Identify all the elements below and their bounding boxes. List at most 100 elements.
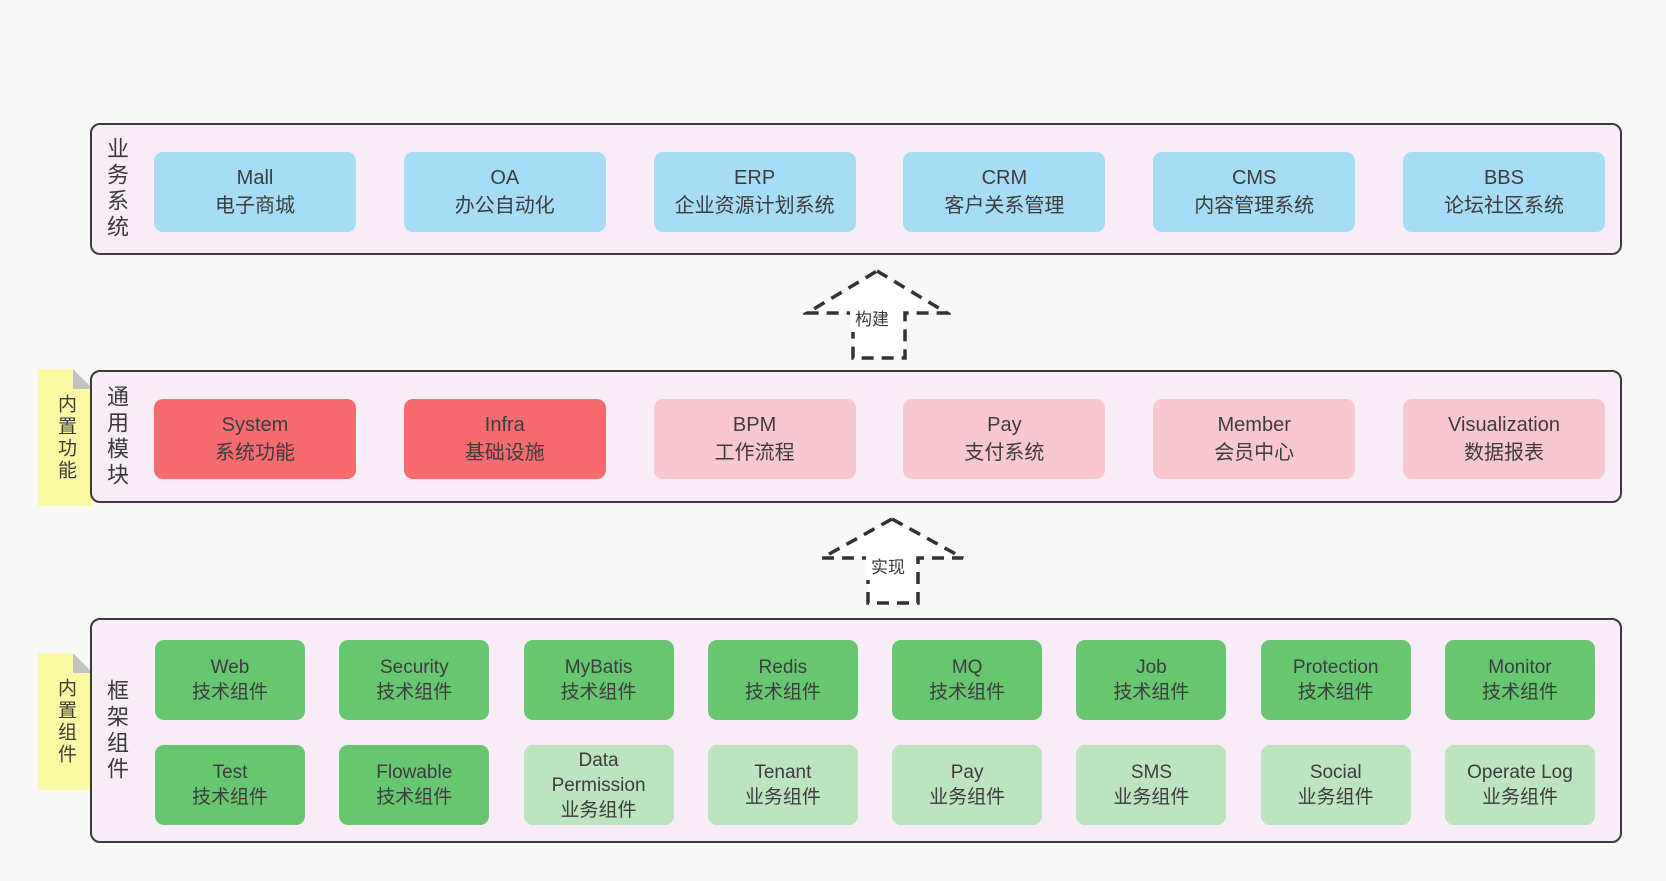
box-security: Security 技术组件 [339,640,490,720]
box-subtitle: 业务组件 [929,787,1006,808]
band-label-business-systems: 业务系统 [104,137,129,241]
band-label-common-modules: 通用模块 [104,384,129,489]
box-pay-component: Pay 业务组件 [892,745,1043,825]
box-data-permission: Data Permission 业务组件 [523,745,674,825]
box-title: ERP [734,167,776,189]
box-test: Test 技术组件 [155,745,305,825]
box-title: Pay [987,414,1022,436]
box-subtitle: 企业资源计划系统 [674,195,835,217]
box-subtitle: 技术组件 [191,682,268,703]
box-flowable: Flowable 技术组件 [339,745,490,825]
box-title: MQ [951,657,983,678]
box-subtitle: 技术组件 [929,682,1006,703]
box-system: System 系统功能 [154,399,356,479]
box-title: Security [379,657,449,678]
box-subtitle: 业务组件 [1113,787,1190,808]
box-infra: Infra 基础设施 [403,399,606,479]
box-title: Job [1136,657,1167,678]
box-mall: Mall 电子商城 [154,152,356,232]
box-subtitle: 内容管理系统 [1194,195,1315,217]
box-title: Visualization [1448,414,1560,436]
box-title: Member [1217,414,1291,436]
box-operate-log: Operate Log 业务组件 [1444,745,1595,825]
box-oa: OA 办公自动化 [403,152,606,232]
common-modules-row: System 系统功能 Infra 基础设施 BPM 工作流程 Pay 支付系统… [154,399,1605,479]
box-subtitle: 技术组件 [376,682,453,703]
framework-components-row-1: Web 技术组件 Security 技术组件 MyBatis 技术组件 Redi… [155,640,1595,720]
box-subtitle: 支付系统 [964,442,1045,464]
box-title: Flowable [376,762,453,783]
box-tenant: Tenant 业务组件 [707,745,858,825]
arrow-label-implement: 实现 [866,556,910,581]
band-label-framework-components: 框架组件 [104,678,129,783]
box-title: Social [1309,762,1362,783]
box-title: Redis [758,657,808,678]
box-visualization: Visualization 数据报表 [1402,399,1605,479]
box-mybatis: MyBatis 技术组件 [523,640,674,720]
box-subtitle: 业务组件 [1481,787,1558,808]
framework-components-row-2: Test 技术组件 Flowable 技术组件 Data Permission … [155,745,1595,825]
box-job: Job 技术组件 [1076,640,1227,720]
box-crm: CRM 客户关系管理 [903,152,1106,232]
box-title: OA [490,167,520,189]
box-subtitle: 论坛社区系统 [1443,195,1564,217]
box-title: Pay [950,762,984,783]
box-subtitle: 技术组件 [1297,682,1374,703]
sticky-note-label: 内置组件 [55,677,76,766]
box-title: Data Permission [551,749,646,796]
box-title: MyBatis [564,657,633,678]
box-title: BPM [732,414,777,436]
sticky-note-built-in-components: 内置组件 [38,653,93,790]
box-title: Monitor [1488,657,1552,678]
band-common-modules: 通用模块 System 系统功能 Infra 基础设施 BPM 工作流程 Pay… [90,370,1622,503]
box-title: Protection [1292,657,1379,678]
box-subtitle: 业务组件 [560,799,637,821]
arrow-label-build: 构建 [850,308,894,333]
box-subtitle: 业务组件 [744,787,821,808]
box-bbs: BBS 论坛社区系统 [1402,152,1605,232]
box-title: SMS [1130,762,1172,783]
box-title: Web [210,657,250,678]
band-framework-components: 框架组件 Web 技术组件 Security 技术组件 MyBatis 技术组件… [90,618,1622,843]
box-subtitle: 技术组件 [376,787,453,808]
box-title: CMS [1231,167,1277,189]
box-mq: MQ 技术组件 [892,640,1043,720]
box-title: Mall [236,167,274,189]
box-cms: CMS 内容管理系统 [1153,152,1356,232]
box-social: Social 业务组件 [1260,745,1411,825]
box-subtitle: 会员中心 [1214,442,1295,464]
box-title: BBS [1483,167,1524,189]
business-systems-row: Mall 电子商城 OA 办公自动化 ERP 企业资源计划系统 CRM 客户关系… [154,152,1605,232]
box-subtitle: 技术组件 [1481,682,1558,703]
box-subtitle: 业务组件 [1297,787,1374,808]
box-title: CRM [981,167,1028,189]
box-web: Web 技术组件 [155,640,305,720]
band-business-systems: 业务系统 Mall 电子商城 OA 办公自动化 ERP 企业资源计划系统 CRM… [90,123,1622,255]
box-sms: SMS 业务组件 [1076,745,1227,825]
box-bpm: BPM 工作流程 [653,399,856,479]
box-subtitle: 基础设施 [464,442,545,464]
box-erp: ERP 企业资源计划系统 [653,152,856,232]
box-subtitle: 技术组件 [560,682,637,703]
box-monitor: Monitor 技术组件 [1444,640,1595,720]
sticky-note-label: 内置功能 [55,393,76,482]
box-protection: Protection 技术组件 [1260,640,1411,720]
box-subtitle: 客户关系管理 [944,195,1065,217]
box-subtitle: 办公自动化 [454,195,555,217]
box-title: Operate Log [1467,762,1573,783]
box-pay-system: Pay 支付系统 [903,399,1106,479]
box-title: Tenant [754,762,812,783]
box-title: Infra [484,414,525,436]
box-title: System [221,414,289,436]
box-subtitle: 技术组件 [191,787,268,808]
box-redis: Redis 技术组件 [707,640,858,720]
box-subtitle: 工作流程 [714,442,795,464]
box-subtitle: 系统功能 [215,442,295,464]
box-member: Member 会员中心 [1153,399,1356,479]
box-subtitle: 数据报表 [1463,442,1544,464]
box-subtitle: 电子商城 [215,195,295,217]
box-title: Test [212,762,248,783]
sticky-note-built-in-features: 内置功能 [38,369,93,506]
box-subtitle: 技术组件 [744,682,821,703]
box-subtitle: 技术组件 [1113,682,1190,703]
